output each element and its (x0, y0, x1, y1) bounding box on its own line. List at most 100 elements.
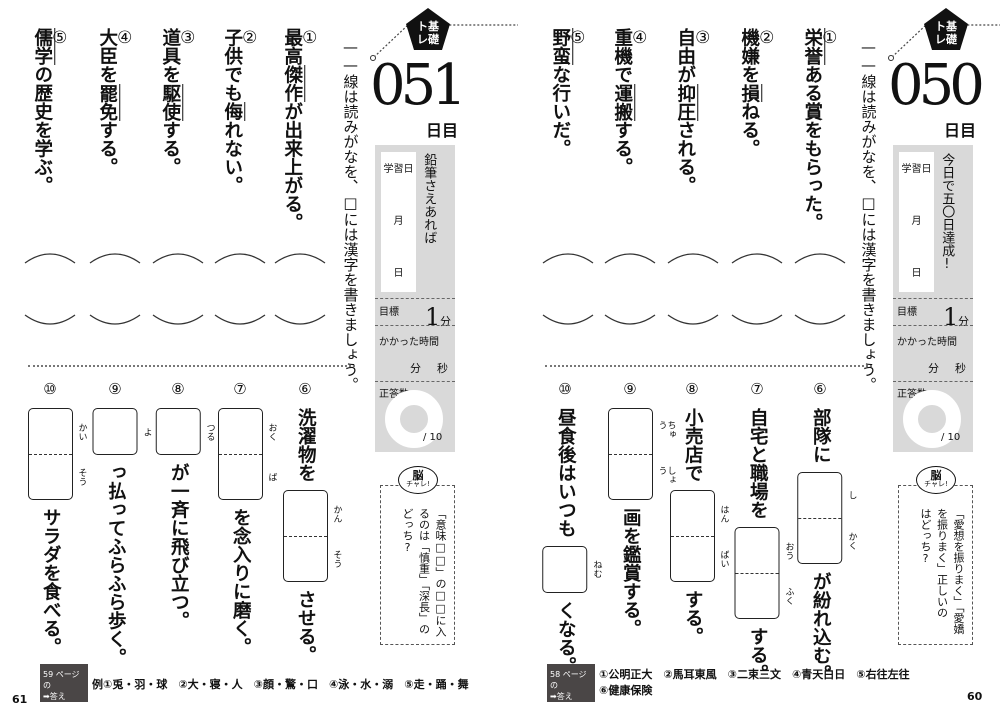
answers-badge: 58 ページの➡答え (547, 664, 595, 702)
question-text: する。 (747, 627, 769, 683)
answer-bracket[interactable] (212, 245, 268, 335)
furigana: し (846, 490, 857, 500)
month-label: 月 (911, 216, 922, 227)
bracket-top (604, 253, 656, 264)
bracket-top (794, 253, 846, 264)
answer-bracket[interactable] (22, 245, 78, 335)
answer-bracket[interactable] (540, 245, 596, 335)
furigana: かい (76, 422, 87, 441)
divider (375, 381, 455, 382)
study-date-label: 学習日 (901, 164, 932, 175)
kanji-cell[interactable]: よ (94, 409, 152, 454)
kanji-cell[interactable]: し (799, 473, 857, 518)
kanji-answer-box[interactable]: かいそう (27, 408, 87, 500)
answers-badge: 59 ページの➡答え (40, 664, 88, 702)
kanji-cell[interactable]: そう (28, 454, 87, 499)
badge-label: ト基レ礎 (412, 20, 444, 46)
divider (893, 325, 973, 326)
kanji-answer-box[interactable]: はんばい (669, 490, 729, 582)
kanji-cell[interactable]: つる (157, 409, 215, 454)
bracket-bottom (89, 314, 141, 325)
furigana: おう (783, 541, 794, 560)
answer-bracket[interactable] (272, 245, 328, 335)
kanji-cell[interactable]: ちゅう (609, 409, 676, 454)
goal-value: 1 (943, 303, 959, 331)
kanji-answer-box[interactable]: ねむ (542, 545, 602, 593)
kanji-cell[interactable]: おく (219, 409, 277, 454)
brain-bubble-icon: 脳チャレ! (398, 466, 438, 494)
question-text: 機嫌を (738, 28, 760, 84)
goal-label: 目標 (379, 307, 399, 318)
motto: 今日で五〇日達成! (939, 153, 955, 272)
answer-bracket[interactable] (150, 245, 206, 335)
study-date-strip: 学習日月日 (899, 152, 934, 292)
month-label: 月 (393, 216, 404, 227)
question-text: する。 (96, 120, 118, 177)
brain-question: 「意味□□」の□□に入るのは「慎重」「深長」のどっち? (399, 508, 449, 638)
answer-line: ⑥健康保険 (599, 683, 653, 697)
question-text: 画を鑑賞する。 (620, 508, 642, 638)
kanji-cell[interactable]: しょう (608, 454, 676, 499)
kanji-cell[interactable]: ふく (735, 573, 794, 618)
brain-challenge-box: 「愛想を振りまく」「愛嬌を振りまく」正しいのはどっち? (898, 485, 973, 645)
badge-label: ト基レ礎 (930, 20, 962, 46)
kanji-answer-box[interactable]: つる (155, 408, 215, 455)
answer-bracket[interactable] (87, 245, 143, 335)
goal-label: 目標 (897, 307, 917, 318)
motto: 鉛筆さえあれば (421, 153, 437, 244)
answer-bracket[interactable] (792, 245, 848, 335)
kanji-cell[interactable]: かん (284, 491, 342, 536)
question-text: 最高 (281, 28, 303, 65)
kanji-cell[interactable]: ばい (670, 536, 729, 581)
kanji-cell[interactable]: かく (798, 517, 857, 563)
kanji-cell[interactable]: ねむ (544, 547, 602, 592)
brain-question-line: を振りまく」正しいの (935, 508, 949, 618)
day-suffix: 日目 (426, 121, 459, 140)
question-text: 部隊に (810, 408, 832, 464)
kanji-answer-box[interactable]: しかく (797, 471, 857, 564)
kanji-cell[interactable]: おう (736, 528, 794, 573)
answer-bracket[interactable] (665, 245, 721, 335)
question-text: の歴史を学ぶ。 (31, 65, 53, 195)
section-divider (545, 365, 872, 367)
question-text: が一斉に飛び立つ。 (168, 463, 190, 630)
previous-answers: 例①兎・羽・球 ②大・寝・人 ③顔・驚・口 ④泳・水・溺 ⑤走・踊・舞 (92, 677, 469, 693)
kanji-cell[interactable]: ば (218, 454, 277, 499)
question-text: させる。 (295, 590, 317, 664)
section-divider (28, 365, 355, 367)
furigana: しょう (656, 466, 676, 484)
kanji-cell[interactable]: そう (283, 536, 342, 581)
kanji-cell[interactable]: はん (671, 491, 729, 536)
furigana: そう (331, 550, 342, 568)
answer-bracket[interactable] (729, 245, 785, 335)
furigana: はん (718, 504, 729, 523)
question-text: する。 (682, 590, 704, 646)
bracket-top (89, 253, 141, 264)
instruction-text: 線は読みがなを、□には漢字を書きましょう。 (859, 74, 878, 392)
answer-bracket[interactable] (602, 245, 658, 335)
kanji-answer-box[interactable]: かんそう (282, 490, 342, 582)
divider (375, 325, 455, 326)
bracket-top (731, 253, 783, 264)
question-number: ④ (114, 28, 135, 48)
underlined-word: 栄誉 (801, 28, 825, 65)
brain-question-line: どっち? (401, 508, 414, 554)
underlined-word: 運搬 (611, 83, 635, 121)
brain-question-line: 「愛想を振りまく」「愛嬌 (952, 508, 965, 635)
kanji-answer-box[interactable]: おくば (217, 408, 277, 500)
question-number: ⑩ (558, 380, 572, 398)
question-text: 自宅と職場を (747, 408, 769, 519)
badge-line-1: ト基 (935, 20, 957, 33)
furigana: かく (846, 531, 857, 550)
kanji-answer-box[interactable]: おうふく (734, 527, 794, 619)
kanji-answer-box[interactable]: よ (92, 408, 152, 455)
furigana: おく (266, 422, 277, 441)
kanji-answer-box[interactable]: ちゅうしょう (607, 408, 676, 500)
question-number: ③ (177, 28, 198, 48)
brain-bubble-icon: 脳チャレ! (916, 466, 956, 494)
kanji-cell[interactable]: かい (29, 409, 87, 454)
